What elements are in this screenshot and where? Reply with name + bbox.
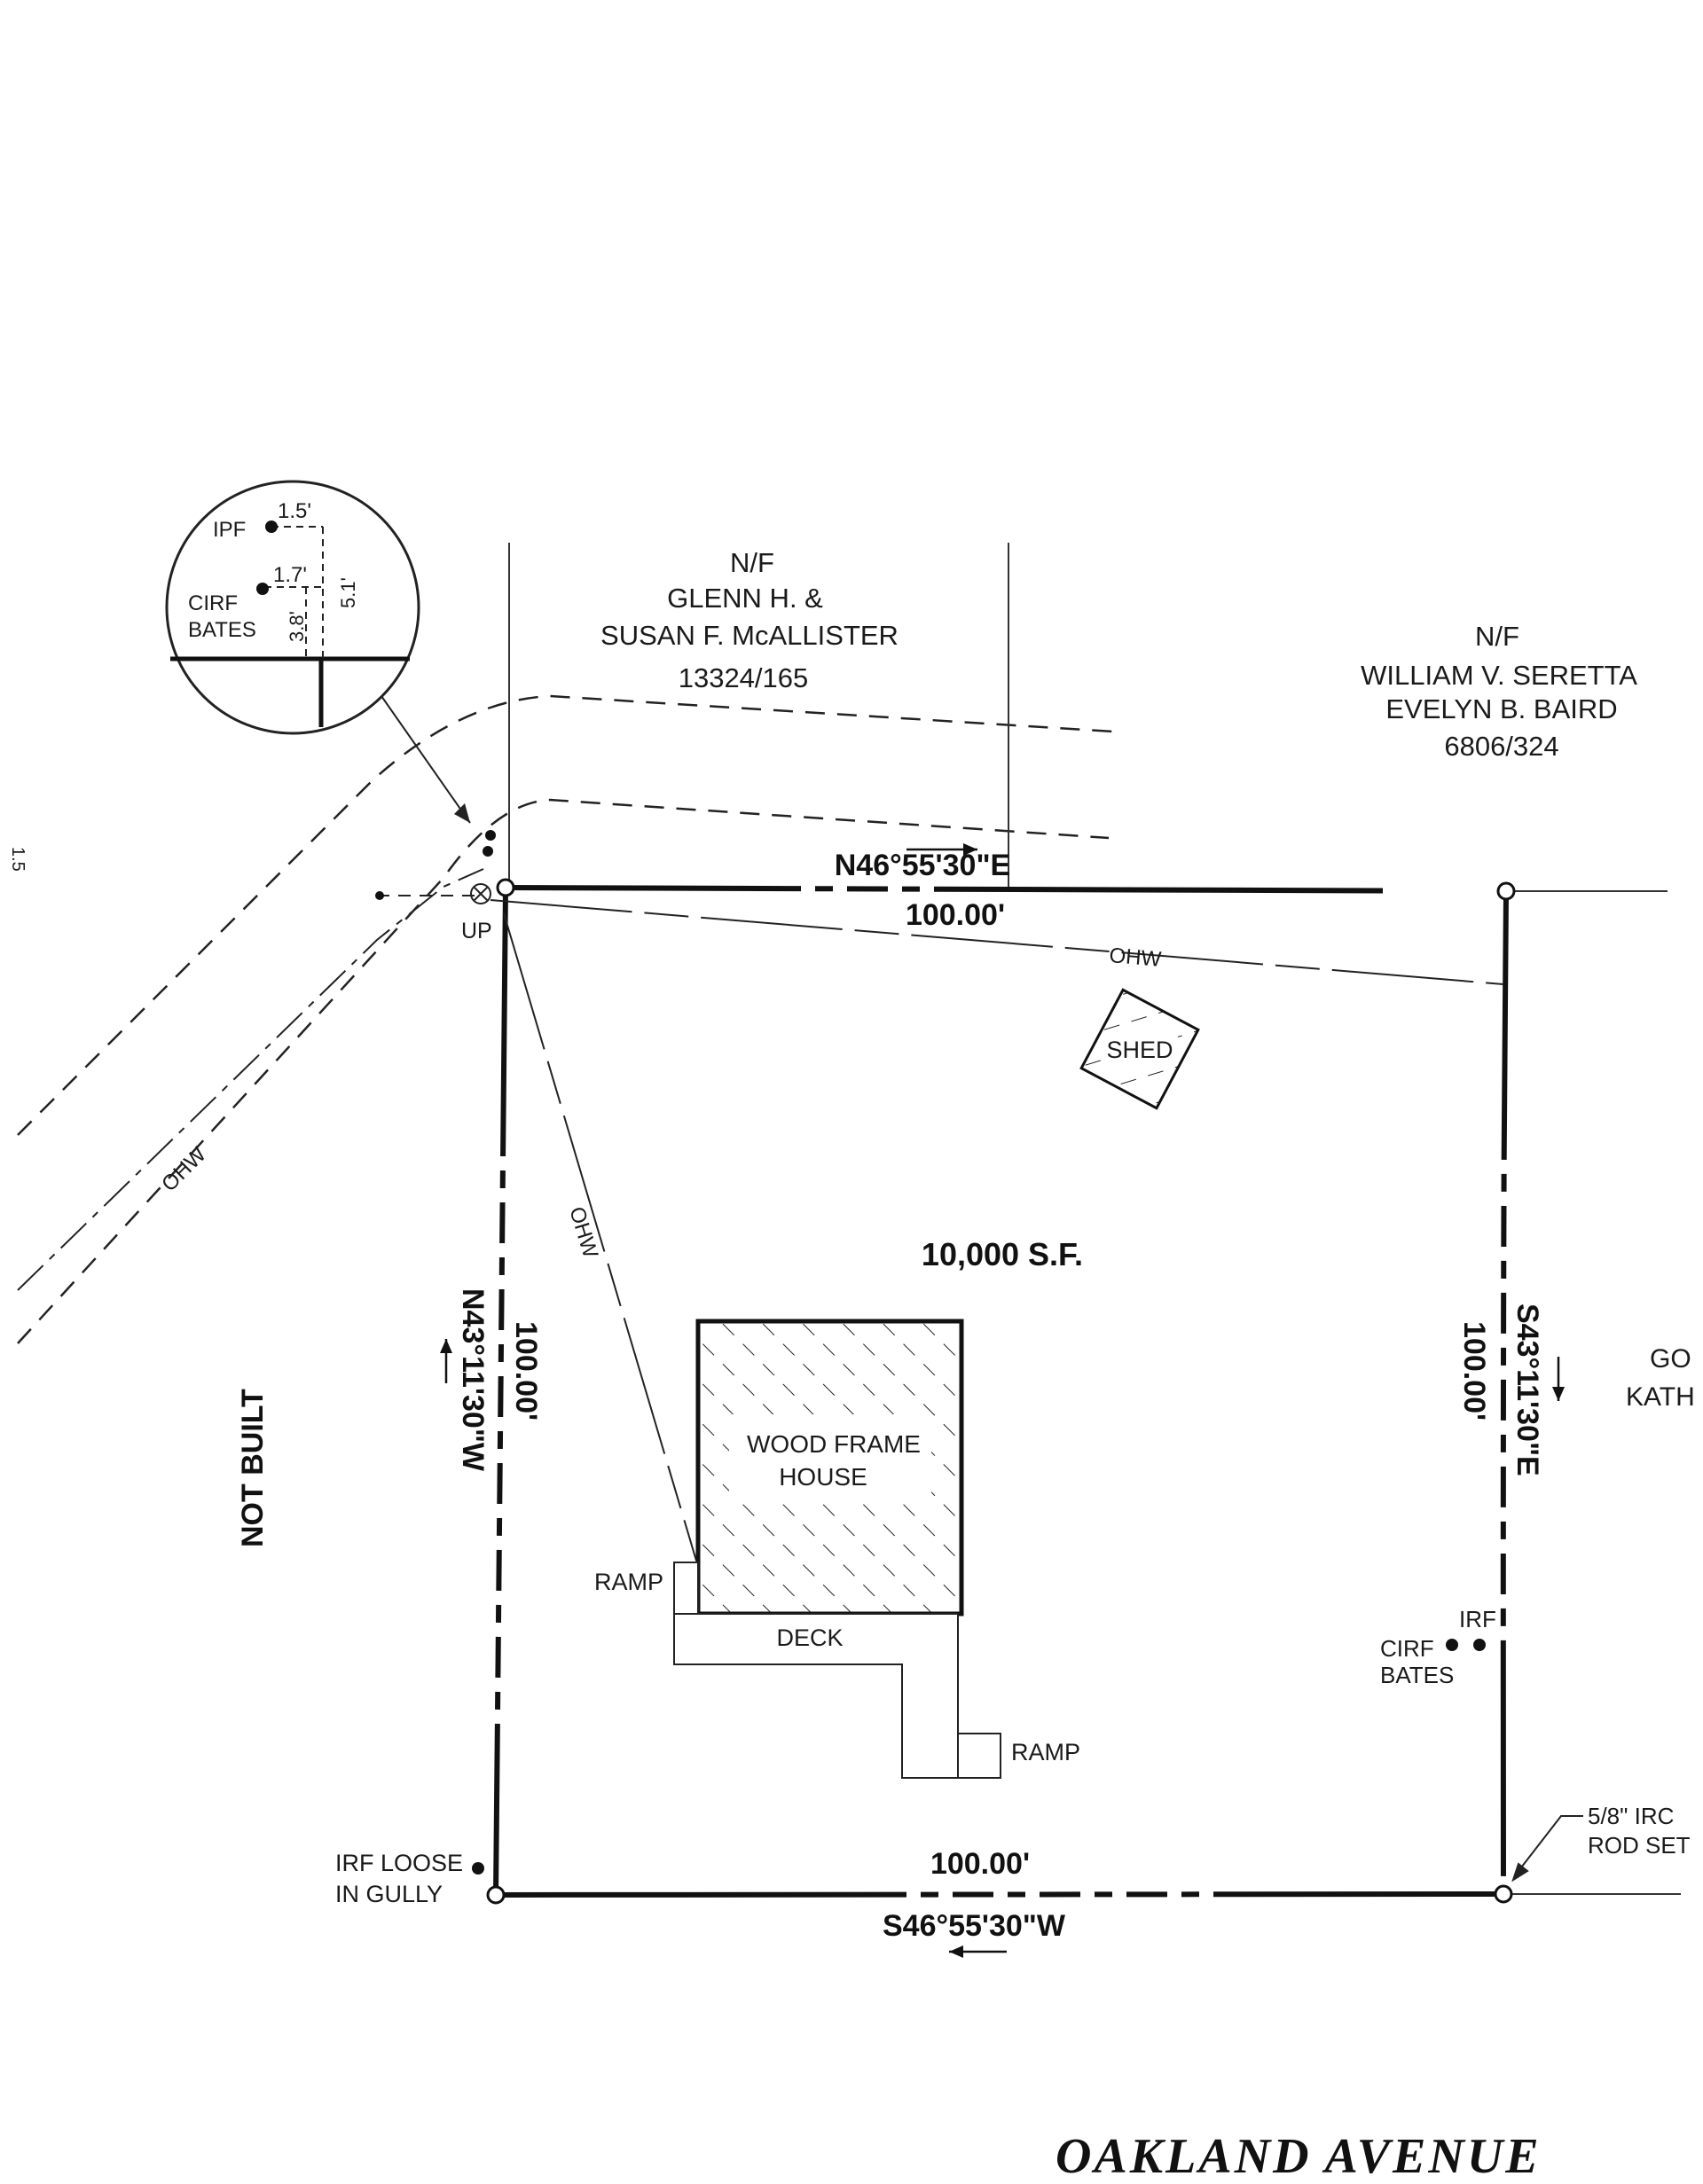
south-arrow-icon [949,1945,1007,1958]
detail-cirf-label: CIRF [188,591,238,615]
north-neighbor-deed: 13324/165 [679,662,809,693]
north-bearing: N46°55'30"E [835,849,1011,882]
pole-marker-2 [483,846,493,857]
ohw-north-line [490,899,1504,985]
rod-set-leader-icon [1511,1815,1583,1883]
rod-set-line1: 5/8" IRC [1588,1803,1674,1829]
ohw-west-line [17,868,484,1291]
rod-set-line2: ROD SET [1588,1832,1691,1859]
east-neighbor-line1: GO [1650,1344,1691,1374]
ne-neighbor-owner2: EVELYN B. BAIRD [1385,693,1617,724]
house-label-line1: WOOD FRAME [747,1430,921,1458]
ne-neighbor-owner1: WILLIAM V. SERETTA [1361,660,1637,691]
west-distance: 100.00' [509,1321,543,1421]
ramp-west-label: RAMP [594,1569,663,1595]
ne-neighbor-status: N/F [1475,621,1519,652]
lot-area: 10,000 S.F. [922,1236,1083,1272]
east-bearing: S43°11'30"E [1511,1303,1544,1476]
street-name: OAKLAND AVENUE [1056,2129,1542,2184]
east-distance: 100.00' [1457,1321,1491,1421]
road-edge-lines [17,694,1114,1344]
boundary-east [1500,888,1510,1898]
cirf-east-label: CIRF [1380,1635,1434,1662]
south-bearing: S46°55'30"W [883,1909,1066,1943]
east-neighbor-line2: KATH [1626,1382,1695,1412]
ohw-diagonal-line [503,912,697,1562]
not-built-label: NOT BUILT [236,1389,270,1547]
boundary-north [502,884,1510,895]
west-bearing: N43°11'30"W [456,1288,490,1472]
detail-inset: IPF 1.5' 1.7' CIRF BATES 3.8' 5.1' [165,480,471,824]
north-neighbor-owner1: GLENN H. & [667,583,823,614]
corner-monuments [486,878,1516,1905]
detail-dim-b: 5.1' [337,577,359,608]
deck-label: DECK [776,1624,843,1651]
detail-leader [381,695,471,824]
detail-bates-label: BATES [188,618,256,642]
detail-ipf-offset: 1.5' [278,499,311,523]
detail-dim-a: 3.8' [286,611,308,642]
bates-east-label: BATES [1380,1662,1454,1688]
house-label-line2: HOUSE [779,1463,867,1491]
irf-east-icon [1473,1639,1486,1651]
north-arrow-icon [906,843,977,856]
ramp-east-label: RAMP [1011,1739,1080,1765]
pole-marker-1 [485,830,496,841]
utility-pole-label: UP [461,919,492,943]
north-distance: 100.00' [906,898,1005,932]
north-neighbor-status: N/F [730,547,774,578]
detail-leader-arrow-icon [454,803,470,823]
irf-loose-line2: IN GULLY [335,1881,443,1907]
boundary-south [492,1890,1507,1898]
ohw-diagonal-label: OHW [564,1204,602,1261]
west-arrow-icon [440,1339,452,1383]
irf-east-label: IRF [1459,1606,1496,1632]
boundary-west [492,884,509,1898]
ohw-north-label: OHW [1108,943,1162,972]
irf-loose-line1: IRF LOOSE [335,1850,463,1876]
property-boundary [492,884,1510,1898]
ramp-east [957,1733,1001,1779]
road-point [375,891,384,900]
south-distance: 100.00' [930,1847,1030,1881]
corner-sw-icon [486,1885,506,1905]
northeast-neighbor-label: N/F WILLIAM V. SERETTA EVELYN B. BAIRD 6… [1361,621,1637,762]
north-neighbor-owner2: SUSAN F. McALLISTER [600,620,899,651]
corner-nw-icon [496,878,515,897]
corner-se-icon [1494,1884,1513,1904]
north-neighbor-label: N/F GLENN H. & SUSAN F. McALLISTER 13324… [600,547,899,693]
detail-ipf-icon [265,521,278,533]
detail-ipf-label: IPF [213,518,246,542]
shed-label: SHED [1106,1037,1173,1063]
detail-cirf-icon [256,583,269,595]
cirf-east-icon [1446,1639,1458,1651]
ramp-west [673,1562,699,1615]
margin-mark: 1.5 [8,847,27,872]
ohw-west-label: OHW [157,1142,211,1196]
detail-cirf-offset: 1.7' [273,563,307,587]
road-edge-outer [17,694,1114,1136]
corner-ne-icon [1496,881,1516,901]
road-edge-inner [17,798,1110,1344]
irf-loose-icon [472,1862,484,1875]
east-arrow-icon [1552,1357,1565,1401]
ne-neighbor-deed: 6806/324 [1444,731,1558,762]
utility-pole-icon [470,883,491,904]
deck [673,1613,959,1779]
